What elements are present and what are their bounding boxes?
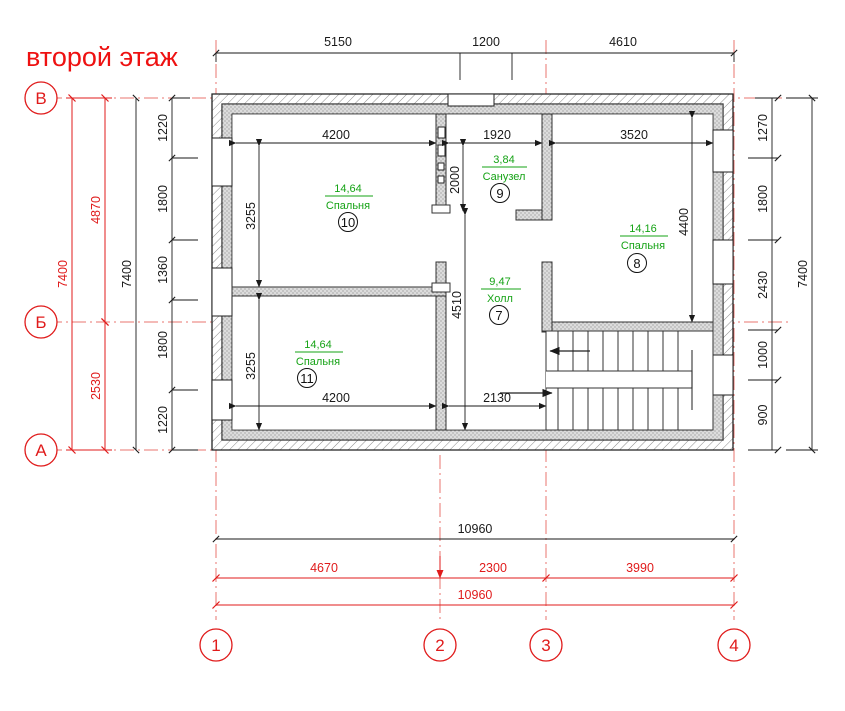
room-number: 10 <box>341 215 355 230</box>
left-red-total: 7400 <box>56 94 112 454</box>
dim-left-seg-3: 1360 <box>156 256 170 284</box>
dim-bottom-total-black: 10960 <box>458 522 493 536</box>
wall-between-10-11 <box>231 286 447 297</box>
room-name: Спальня <box>621 240 665 252</box>
dim-room7-width: 2130 <box>483 391 511 405</box>
dim-top-2: 1200 <box>472 35 500 49</box>
room-label-9: 3,84 Санузел 9 <box>482 154 527 203</box>
left-black-total: 7400 <box>120 94 140 454</box>
grid-bubble-3[interactable]: 3 <box>529 628 563 662</box>
dim-room7-height: 4510 <box>450 291 464 319</box>
room-area: 14,16 <box>629 223 657 235</box>
room-number: 7 <box>495 308 502 323</box>
dim-right-seg-2: 1800 <box>756 185 770 213</box>
dim-room11-height: 3255 <box>244 352 258 380</box>
room-label-11: 14,64 Спальня 11 <box>295 339 343 388</box>
dim-right-seg-4: 1000 <box>756 341 770 369</box>
room-label-7: 9,47 Холл 7 <box>481 276 521 325</box>
room-number: 9 <box>496 186 503 201</box>
dim-left-seg-4: 1800 <box>156 331 170 359</box>
grid-bubble-4[interactable]: 4 <box>717 628 751 662</box>
grid-label: 4 <box>729 636 738 655</box>
dim-room8-width: 3520 <box>620 128 648 142</box>
left-black-chain: 1220 1800 1360 1800 1220 <box>156 94 198 454</box>
room-name: Спальня <box>326 200 370 212</box>
right-black-total: 7400 <box>786 94 818 454</box>
dim-left-seg-2: 1800 <box>156 185 170 213</box>
dim-bottom-red-3: 3990 <box>626 561 654 575</box>
bottom-red-total: 10960 <box>212 588 738 609</box>
wall-stair-north <box>545 321 714 332</box>
dim-left-seg-1: 1220 <box>156 114 170 142</box>
right-black-chain: 1270 1800 2430 1000 900 <box>748 94 782 454</box>
staircase <box>500 330 714 431</box>
grid-bubble-V[interactable]: В <box>24 81 58 115</box>
wall-hall-east <box>541 261 553 332</box>
dim-bottom-red-2: 2300 <box>479 561 507 575</box>
dim-right-seg-3: 2430 <box>756 271 770 299</box>
room-area: 3,84 <box>493 154 514 166</box>
dim-room9-height: 2000 <box>448 166 462 194</box>
top-dimension-chain: 5150 1200 4610 <box>212 35 738 80</box>
interior-dimensions: 4200 3255 4200 3255 1920 2000 3520 4400 <box>228 110 714 431</box>
room-number: 8 <box>633 256 640 271</box>
dim-right-total: 7400 <box>796 260 810 288</box>
dim-top-1: 5150 <box>324 35 352 49</box>
dim-left-total-red: 7400 <box>56 260 70 288</box>
bottom-red-chain: 4670 2300 3990 <box>212 556 738 582</box>
grid-label: А <box>35 441 47 460</box>
grid-label: В <box>35 89 46 108</box>
room-area: 14,64 <box>304 339 332 351</box>
dim-room10-height: 3255 <box>244 202 258 230</box>
wall-hall-west <box>435 261 447 431</box>
bottom-black-total: 10960 <box>212 522 738 543</box>
room-label-10: 14,64 Спальня 10 <box>325 183 373 232</box>
page-title: второй этаж <box>26 42 178 72</box>
left-red-chain: 4870 2530 <box>89 94 109 454</box>
dim-room11-width: 4200 <box>322 391 350 405</box>
grid-label: 2 <box>435 636 444 655</box>
room-name: Спальня <box>296 356 340 368</box>
room-area: 9,47 <box>489 276 510 288</box>
grid-bubble-A[interactable]: А <box>24 433 58 467</box>
room-name: Санузел <box>483 171 526 183</box>
grid-bubbles-vertical: 1 2 3 4 <box>199 628 751 662</box>
dim-right-seg-1: 1270 <box>756 114 770 142</box>
grid-label: 3 <box>541 636 550 655</box>
dim-left-black-total: 7400 <box>120 260 134 288</box>
room-area: 14,64 <box>334 183 362 195</box>
room-label-8: 14,16 Спальня 8 <box>620 223 668 273</box>
dim-top-3: 4610 <box>609 35 637 49</box>
grid-label: Б <box>35 313 46 332</box>
dim-left-red-1: 4870 <box>89 196 103 224</box>
dim-bottom-red-1: 4670 <box>310 561 338 575</box>
dim-room9-width: 1920 <box>483 128 511 142</box>
dim-left-red-2: 2530 <box>89 372 103 400</box>
grid-bubbles-horizontal: В Б А <box>24 81 58 467</box>
room-name: Холл <box>487 293 513 305</box>
room-number: 11 <box>300 371 314 386</box>
dim-room8-height: 4400 <box>677 208 691 236</box>
grid-bubble-2[interactable]: 2 <box>423 628 457 662</box>
grid-bubble-1[interactable]: 1 <box>199 628 233 662</box>
grid-label: 1 <box>211 636 220 655</box>
dim-left-seg-5: 1220 <box>156 406 170 434</box>
dim-room10-width: 4200 <box>322 128 350 142</box>
dim-bottom-total-red: 10960 <box>458 588 493 602</box>
room-labels: 14,64 Спальня 10 3,84 Санузел 9 14,16 Сп… <box>295 154 668 388</box>
ventilation-ducts <box>437 126 446 184</box>
grid-bubble-B[interactable]: Б <box>24 305 58 339</box>
dim-right-seg-5: 900 <box>756 405 770 426</box>
